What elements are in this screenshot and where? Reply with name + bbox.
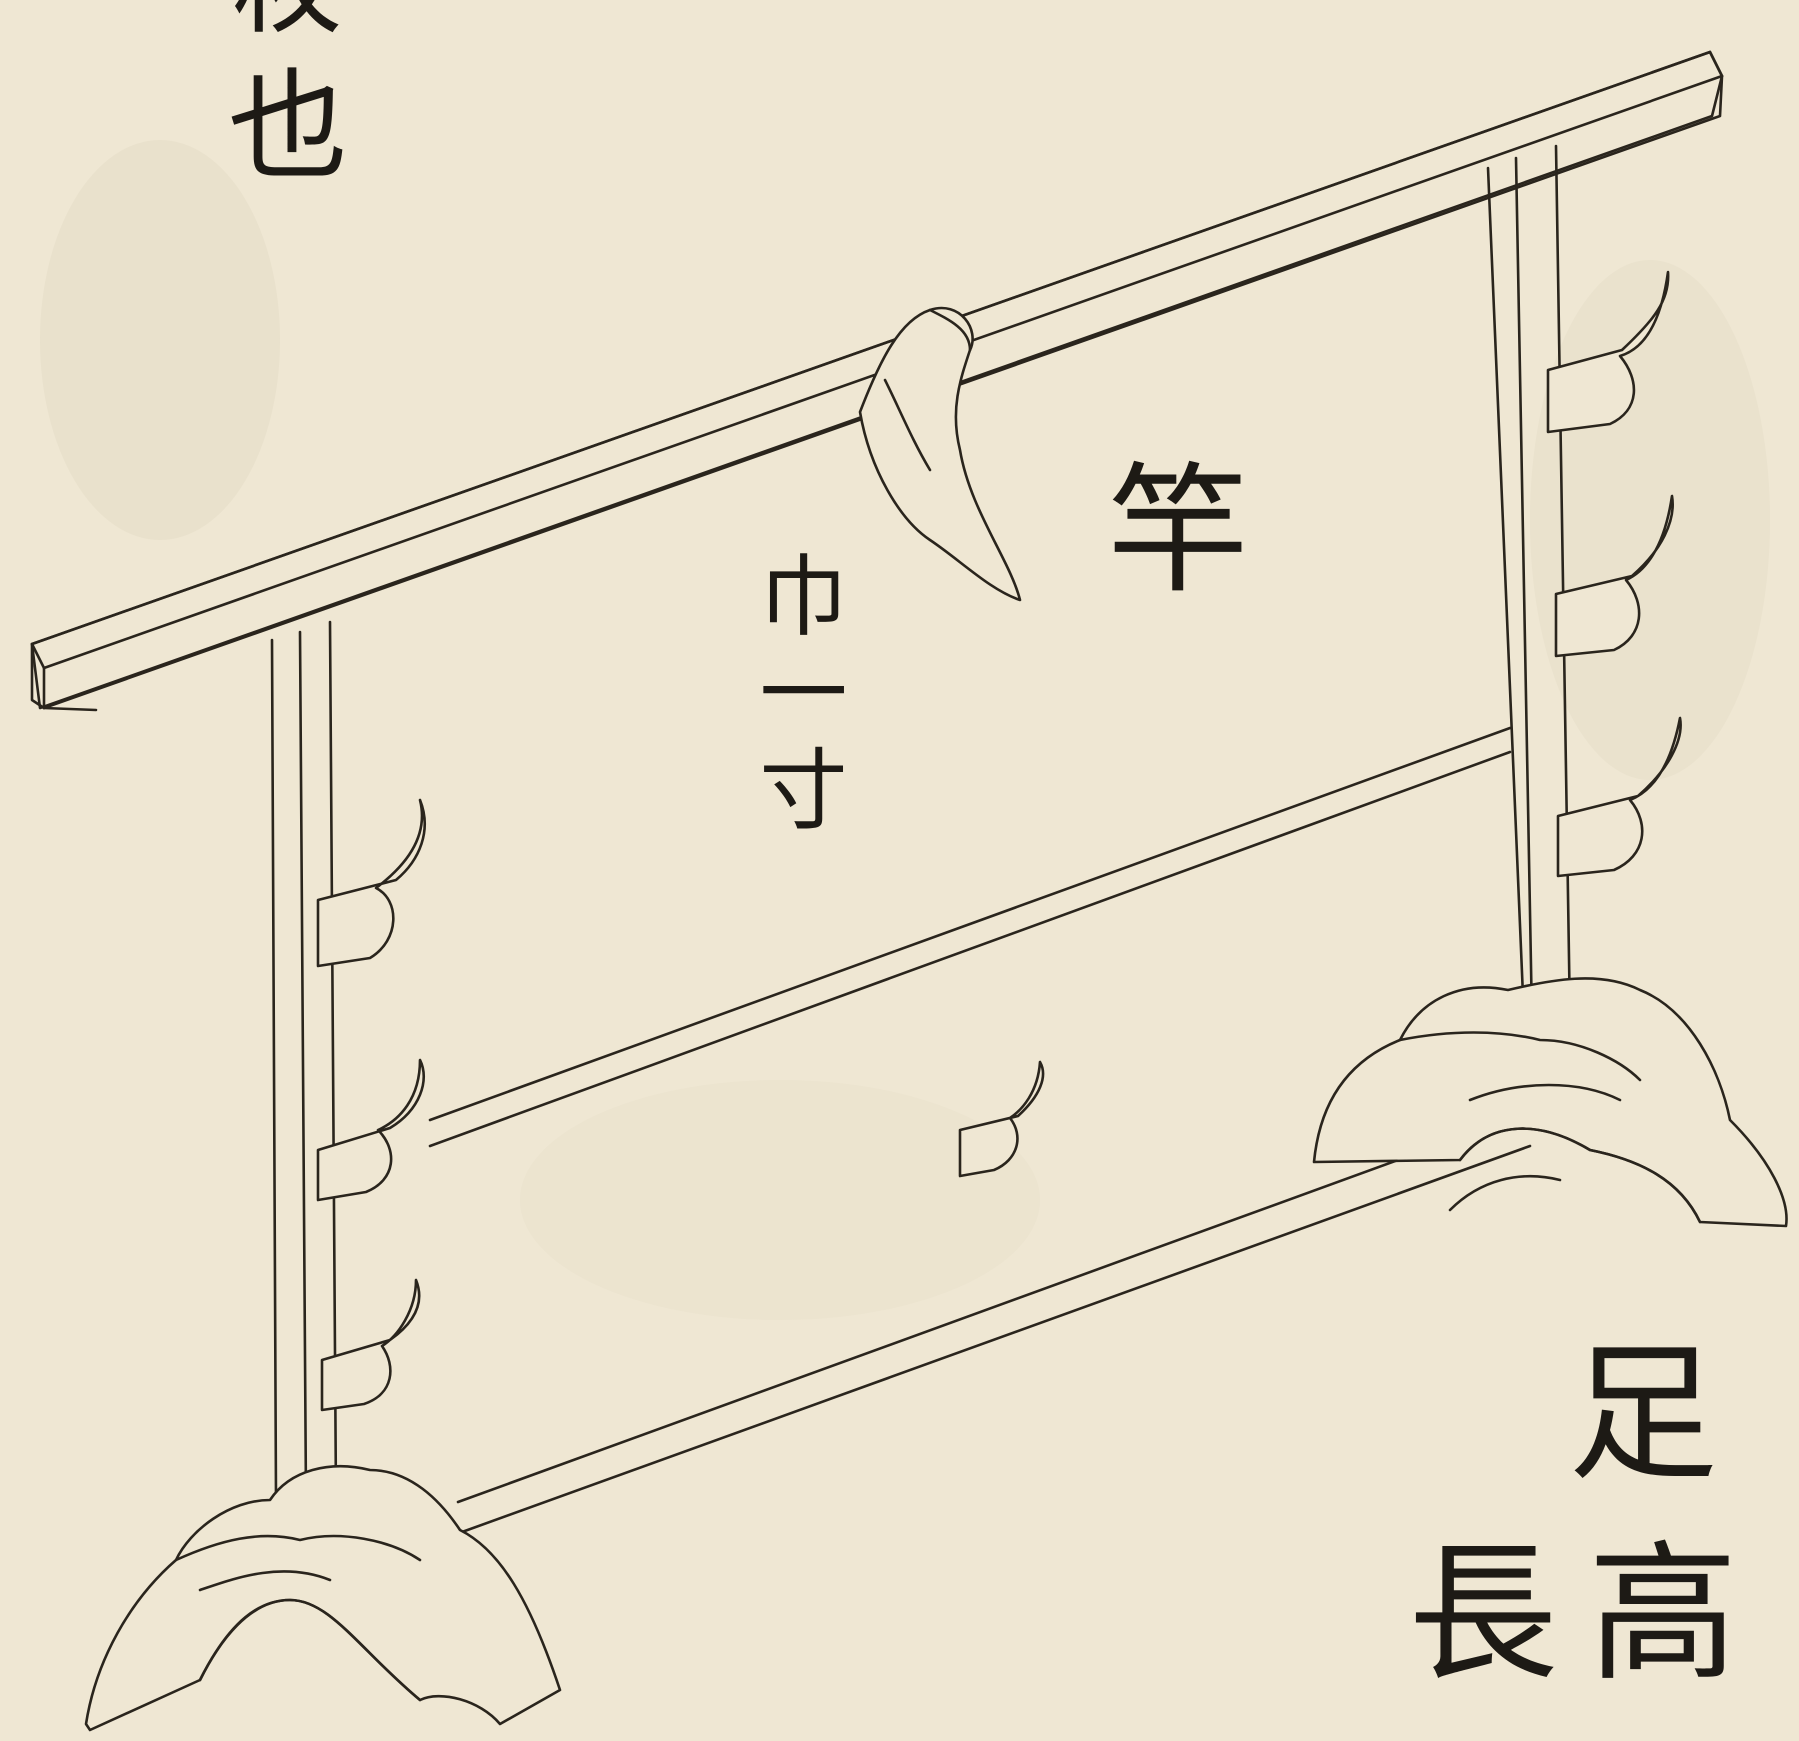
hanging-cloth (858, 306, 1022, 602)
bottom-bar (456, 1110, 1532, 1534)
middle-bar (428, 726, 1512, 1148)
right-foot (1312, 977, 1788, 1228)
left-post (270, 620, 338, 1502)
label-width: 巾一寸 (745, 550, 848, 841)
right-bracket-3 (1556, 716, 1682, 878)
left-bracket-2 (316, 1058, 425, 1202)
right-bracket-1 (1546, 270, 1670, 434)
left-foot (84, 1464, 562, 1732)
label-height: 高 (1588, 1528, 1739, 1702)
top-left-fragment: 枚 (232, 0, 342, 40)
left-bracket-1 (316, 798, 426, 968)
top-left-char: 也 (228, 58, 348, 197)
center-bracket (958, 1060, 1045, 1178)
label-length: 長 (1408, 1528, 1559, 1702)
left-bracket-3 (320, 1278, 421, 1412)
label-pole: 竿 (1108, 450, 1249, 613)
right-bracket-2 (1554, 494, 1674, 658)
label-foot: 足 (1568, 1328, 1719, 1502)
